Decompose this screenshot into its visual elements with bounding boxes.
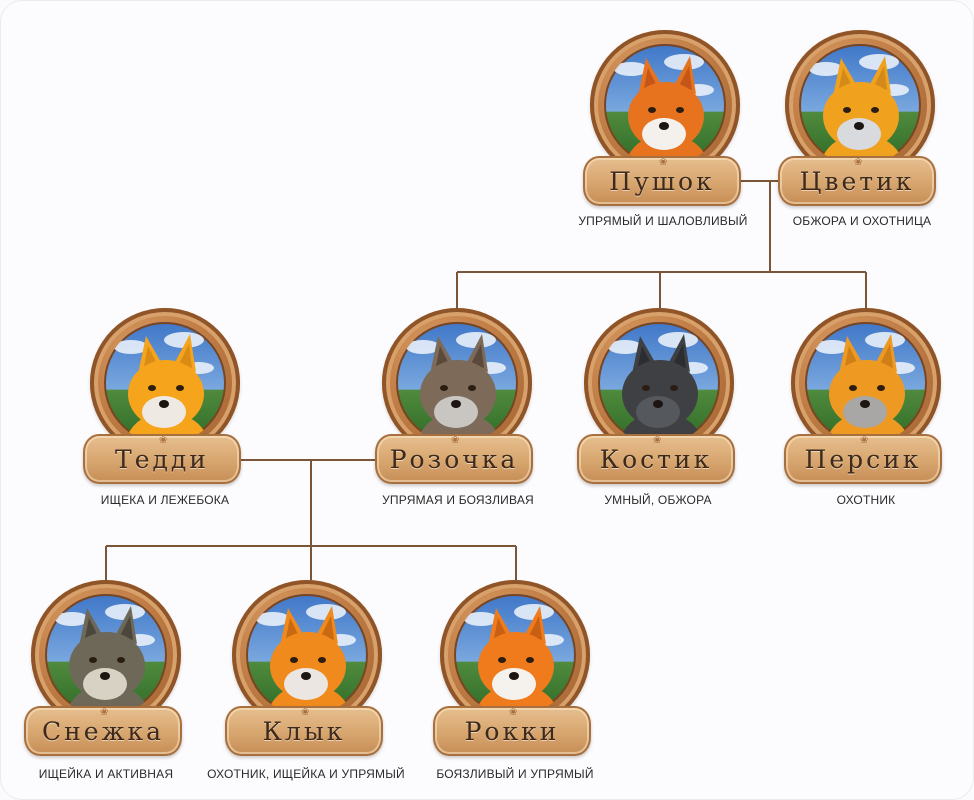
- animal-head-icon: [416, 334, 502, 444]
- cloud-shape: [306, 604, 346, 620]
- paw-icon: ❀: [301, 707, 310, 718]
- pet-trait: ИЩЕКА И ЛЕЖЕБОКА: [100, 493, 230, 507]
- paw-icon: ❀: [854, 157, 863, 168]
- cloud-shape: [608, 340, 642, 354]
- pet-portrait: [598, 322, 720, 444]
- animal-head-icon: [618, 334, 704, 444]
- pet-name: Цветик: [799, 166, 915, 196]
- pet-card[interactable]: ❀ Персик: [781, 308, 951, 488]
- name-plaque: ❀ Снежка: [24, 706, 182, 756]
- name-plaque: ❀ Пушок: [583, 156, 741, 206]
- cloud-shape: [815, 340, 849, 354]
- cloud-shape: [809, 62, 843, 76]
- animal-head-icon: [624, 56, 710, 166]
- pet-trait: ОХОТНИК: [836, 493, 896, 507]
- pet-card[interactable]: ❀ Костик: [574, 308, 744, 488]
- cloud-shape: [406, 340, 440, 354]
- pet-portrait: [45, 594, 167, 716]
- pet-trait: БОЯЗЛИВЫЙ И УПРЯМЫЙ: [436, 767, 594, 781]
- name-plaque: ❀ Костик: [577, 434, 735, 484]
- cloud-shape: [456, 332, 496, 348]
- pet-name: Персик: [804, 444, 922, 474]
- paw-icon: ❀: [653, 435, 662, 446]
- pet-portrait: [799, 44, 921, 166]
- pet-card[interactable]: ❀ Рокки: [430, 580, 600, 760]
- pet-trait: ОХОТНИК, ИЩЕЙКА И УПРЯМЫЙ: [207, 767, 405, 781]
- pet-name: Клык: [262, 716, 346, 746]
- pet-card[interactable]: ❀ Пушок: [580, 30, 750, 210]
- animal-head-icon: [825, 334, 911, 444]
- pet-name: Пушок: [609, 166, 715, 196]
- animal-head-icon: [266, 606, 352, 716]
- portrait-medallion: [590, 30, 740, 180]
- animal-head-icon: [819, 56, 905, 166]
- pet-trait: ИЩЕЙКА И АКТИВНАЯ: [38, 767, 174, 781]
- pet-card[interactable]: ❀ Клык: [222, 580, 392, 760]
- pet-card[interactable]: ❀ Цветик: [775, 30, 945, 210]
- cloud-shape: [865, 332, 905, 348]
- cloud-shape: [614, 62, 648, 76]
- cloud-shape: [658, 332, 698, 348]
- name-plaque: ❀ Розочка: [375, 434, 533, 484]
- name-plaque: ❀ Клык: [225, 706, 383, 756]
- pet-name: Тедди: [115, 444, 209, 474]
- portrait-medallion: [90, 308, 240, 458]
- parents-link: [456, 180, 867, 310]
- paw-icon: ❀: [659, 157, 668, 168]
- cloud-shape: [55, 612, 89, 626]
- pet-trait: ОБЖОРА И ОХОТНИЦА: [792, 214, 932, 228]
- paw-icon: ❀: [451, 435, 460, 446]
- cloud-shape: [464, 612, 498, 626]
- pet-portrait: [246, 594, 368, 716]
- cloud-shape: [859, 54, 899, 70]
- pet-trait: УПРЯМЫЙ И ШАЛОВЛИВЫЙ: [578, 214, 748, 228]
- portrait-medallion: [382, 308, 532, 458]
- name-plaque: ❀ Цветик: [778, 156, 936, 206]
- portrait-medallion: [791, 308, 941, 458]
- pet-name: Розочка: [389, 444, 519, 474]
- cloud-shape: [664, 54, 704, 70]
- pet-name: Костик: [599, 444, 713, 474]
- animal-head-icon: [65, 606, 151, 716]
- portrait-medallion: [31, 580, 181, 730]
- name-plaque: ❀ Рокки: [433, 706, 591, 756]
- cloud-shape: [164, 332, 204, 348]
- pet-portrait: [805, 322, 927, 444]
- pet-portrait: [604, 44, 726, 166]
- cloud-shape: [514, 604, 554, 620]
- pet-portrait: [104, 322, 226, 444]
- pet-portrait: [454, 594, 576, 716]
- pet-trait: УМНЫЙ, ОБЖОРА: [604, 493, 712, 507]
- pet-card[interactable]: ❀ Снежка: [21, 580, 191, 760]
- paw-icon: ❀: [860, 435, 869, 446]
- paw-icon: ❀: [100, 707, 109, 718]
- name-plaque: ❀ Персик: [784, 434, 942, 484]
- paw-icon: ❀: [159, 435, 168, 446]
- portrait-medallion: [584, 308, 734, 458]
- cloud-shape: [114, 340, 148, 354]
- cloud-shape: [105, 604, 145, 620]
- name-plaque: ❀ Тедди: [83, 434, 241, 484]
- pet-trait: УПРЯМАЯ И БОЯЗЛИВАЯ: [382, 493, 534, 507]
- cloud-shape: [256, 612, 290, 626]
- pet-card[interactable]: ❀ Розочка: [372, 308, 542, 488]
- pet-card[interactable]: ❀ Тедди: [80, 308, 250, 488]
- paw-icon: ❀: [509, 707, 518, 718]
- pet-portrait: [396, 322, 518, 444]
- portrait-medallion: [440, 580, 590, 730]
- pet-name: Снежка: [41, 716, 165, 746]
- animal-head-icon: [124, 334, 210, 444]
- couple-link: [105, 459, 517, 582]
- animal-head-icon: [474, 606, 560, 716]
- pet-name: Рокки: [464, 716, 560, 746]
- portrait-medallion: [232, 580, 382, 730]
- portrait-medallion: [785, 30, 935, 180]
